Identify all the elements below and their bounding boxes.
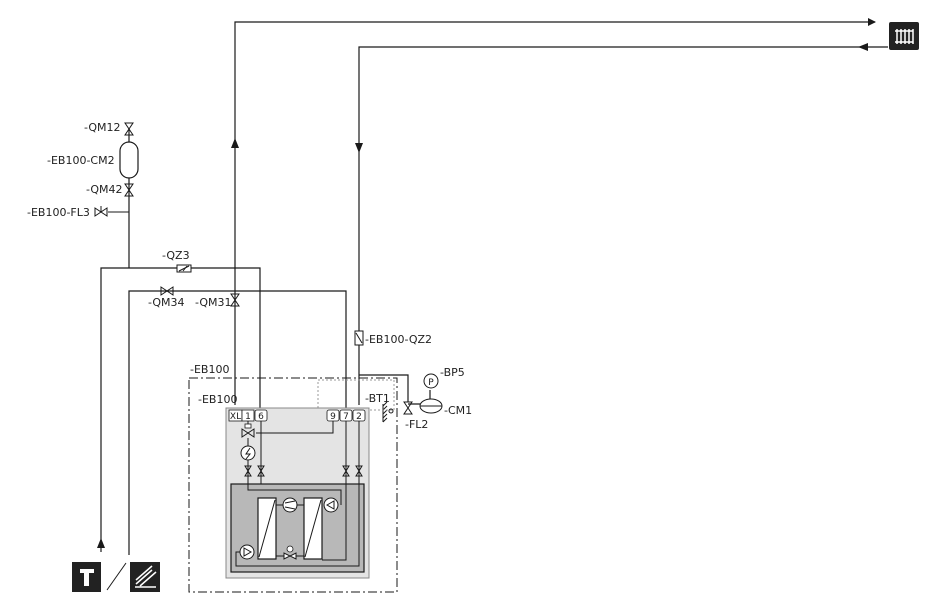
connection-7: 7 [339, 409, 353, 422]
cm2-label: -EB100-CM2 [47, 154, 115, 167]
bt1-label: -BT1 [365, 392, 390, 405]
pump-icon [239, 544, 255, 560]
fl2-label: -FL2 [405, 418, 428, 431]
radiator-return-line [355, 43, 888, 405]
three-way-valve [241, 423, 255, 438]
eb100-inner-label: -EB100 [198, 393, 237, 406]
svg-text:P: P [428, 378, 434, 388]
qz3-filter [176, 264, 192, 273]
qz2-filter [354, 330, 364, 346]
cm1-expansion-vessel-icon [419, 398, 443, 414]
svg-text:2: 2 [356, 412, 362, 422]
qm34-valve [160, 286, 174, 296]
qm31-label: -QM31 [195, 296, 232, 309]
svg-text:9: 9 [330, 412, 336, 422]
connection-xl: XL [228, 409, 243, 422]
module-circuit [235, 484, 360, 567]
floor-heating-icon [130, 562, 160, 592]
electric-heater-icon [240, 445, 256, 461]
connection-6: 6 [254, 409, 268, 422]
svg-text:XL: XL [230, 412, 241, 422]
unit-check-valves [244, 465, 363, 477]
qm12-label: -QM12 [84, 121, 121, 134]
qm42-label: -QM42 [86, 183, 123, 196]
pump-icon [323, 497, 339, 513]
svg-text:7: 7 [343, 412, 349, 422]
svg-text:6: 6 [258, 412, 264, 422]
divider-slash [106, 562, 127, 591]
heat-exchanger-right [303, 497, 323, 560]
hot-water-tap-icon [72, 562, 101, 592]
heat-exchanger-left [257, 497, 277, 560]
qm34-label: -QM34 [148, 296, 185, 309]
bp5-label: -BP5 [440, 366, 465, 379]
qm42-valve [124, 183, 134, 197]
qm12-valve [124, 122, 134, 136]
connection-1: 1 [241, 409, 255, 422]
fl3-label: -EB100-FL3 [27, 206, 90, 219]
qm31-valve [230, 293, 240, 307]
compressor-module [230, 483, 365, 573]
expansion-valve [283, 545, 297, 560]
qz2-label: -EB100-QZ2 [365, 333, 432, 346]
eb100-outer-boundary [188, 377, 398, 593]
fl3-safety-valve [94, 206, 129, 217]
radiator-supply-line [231, 18, 876, 405]
eb100-outer-label: -EB100 [190, 363, 229, 376]
connection-9: 9 [326, 409, 340, 422]
expansion-vessel-icon [119, 141, 139, 179]
fl2-safety-valve [403, 401, 413, 415]
cm1-label: -CM1 [444, 404, 472, 417]
connection-2: 2 [352, 409, 366, 422]
qz3-label: -QZ3 [162, 249, 190, 262]
svg-text:1: 1 [245, 412, 251, 422]
compressor-icon [276, 497, 304, 513]
radiator-icon [889, 22, 919, 50]
outdoor-sensor-icon [382, 401, 394, 423]
pressure-gauge-icon: P [423, 373, 439, 389]
